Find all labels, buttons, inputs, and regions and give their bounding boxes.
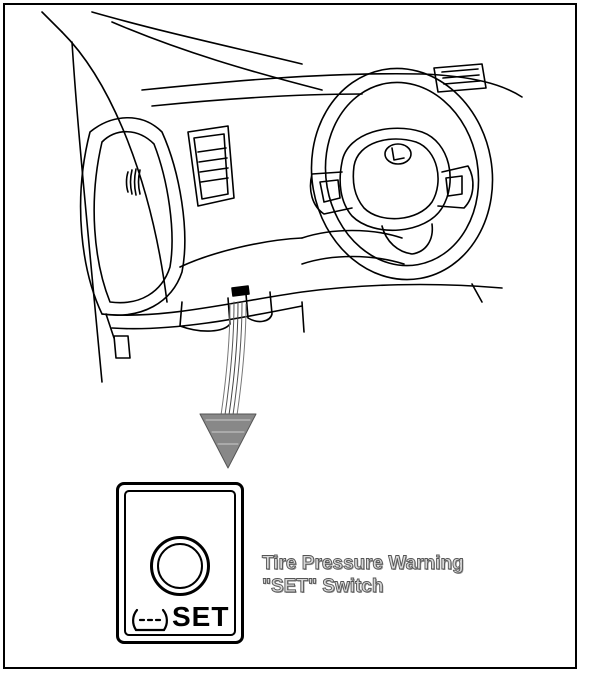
lower-trim-line xyxy=(111,305,303,330)
hood-release-lever-icon xyxy=(105,313,131,359)
pedal-line-2 xyxy=(471,283,483,303)
steering-spoke-bottom xyxy=(381,223,434,255)
dash-left-panel-inner xyxy=(93,131,173,304)
tire-pressure-warning-icon xyxy=(132,608,168,632)
center-air-vent-icon xyxy=(187,125,235,207)
callout-line-2: "SET" Switch xyxy=(262,576,384,598)
steering-column-2 xyxy=(301,255,405,265)
windshield-edge-inner xyxy=(111,21,323,91)
steering-right-controls xyxy=(445,175,463,197)
dash-lower-edge xyxy=(101,283,503,316)
door-edge xyxy=(71,41,103,383)
callout-line-1: Tire Pressure Warning xyxy=(262,553,465,575)
set-switch-panel-border xyxy=(124,490,236,636)
dash-left-panel xyxy=(79,116,186,316)
steering-wheel-rim-inner xyxy=(324,81,480,267)
a-pillar-line xyxy=(61,31,168,303)
dash-top-line xyxy=(141,72,523,98)
steering-spoke-right xyxy=(437,165,474,209)
steering-column xyxy=(301,229,403,239)
pointer-arrow-icon xyxy=(199,301,257,469)
right-air-vent-icon xyxy=(433,63,487,93)
set-switch-label: SET xyxy=(172,601,230,632)
switch-location-mark xyxy=(231,285,250,297)
knee-bolster xyxy=(179,237,303,268)
callout-label: Tire Pressure Warning "SET" Switch xyxy=(262,552,465,598)
steering-hub xyxy=(339,127,451,232)
windshield-edge xyxy=(91,11,303,65)
roof-line xyxy=(41,11,63,33)
set-switch-button[interactable] xyxy=(150,536,210,596)
pedal-line xyxy=(301,301,305,333)
steering-spoke-left xyxy=(309,171,353,215)
steering-wheel-rim xyxy=(310,67,494,281)
side-vent-icon xyxy=(125,168,141,196)
steering-left-controls xyxy=(319,179,341,203)
diagram-frame xyxy=(3,3,577,669)
brand-emblem-icon xyxy=(384,143,412,165)
steering-hub-inner xyxy=(352,138,439,220)
dashboard-illustration xyxy=(41,11,523,469)
lower-panel-edge-2 xyxy=(245,291,273,323)
